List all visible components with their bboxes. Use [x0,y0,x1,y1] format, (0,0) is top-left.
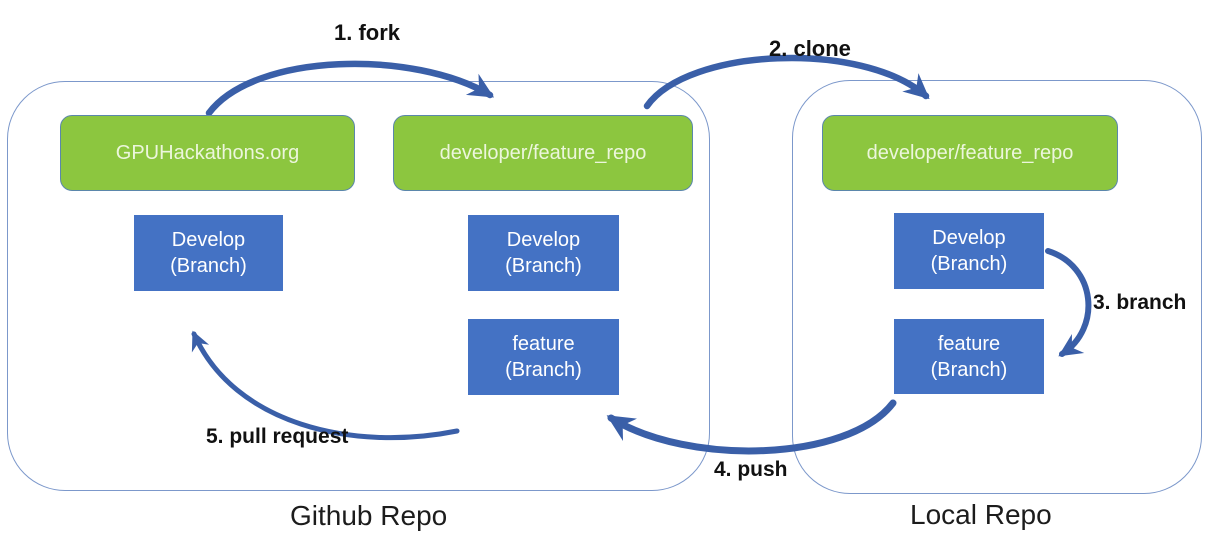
branch-kind: (Branch) [930,358,1008,381]
branch-name: feature [937,332,1001,355]
branch-name: Develop [171,229,246,251]
remote-fork-repo-node: developer/feature_repo [393,115,693,191]
branch-kind: (Branch) [930,253,1008,275]
upstream-repo-node: GPUHackathons.org [60,115,355,191]
local-clone-repo-label: developer/feature_repo [866,141,1074,164]
branch-name: feature [512,333,575,355]
pull-request-step-label: 5. pull request [206,425,349,448]
remote-develop-branch-node: Develop (Branch) [468,215,619,291]
upstream-develop-branch-node: Develop (Branch) [134,215,283,291]
local-repo-title: Local Repo [910,499,1052,530]
branch-kind: (Branch) [505,255,582,277]
github-repo-title: Github Repo [290,500,448,531]
remote-feature-branch-node: feature (Branch) [468,319,619,395]
upstream-repo-label: GPUHackathons.org [115,141,300,164]
local-repo-container [792,80,1202,494]
branch-step-label: 3. branch [1093,291,1187,314]
remote-fork-repo-label: developer/feature_repo [439,141,647,164]
branch-kind: (Branch) [170,255,247,277]
push-step-label: 4. push [714,458,788,481]
branch-name: Develop [506,229,581,251]
clone-step-label: 2. clone [769,36,851,61]
local-clone-repo-node: developer/feature_repo [822,115,1118,191]
local-feature-branch-node: feature (Branch) [894,319,1044,394]
branch-name: Develop [932,227,1006,249]
local-develop-branch-node: Develop (Branch) [894,213,1044,289]
branch-kind: (Branch) [505,359,582,381]
fork-step-label: 1. fork [334,20,401,45]
